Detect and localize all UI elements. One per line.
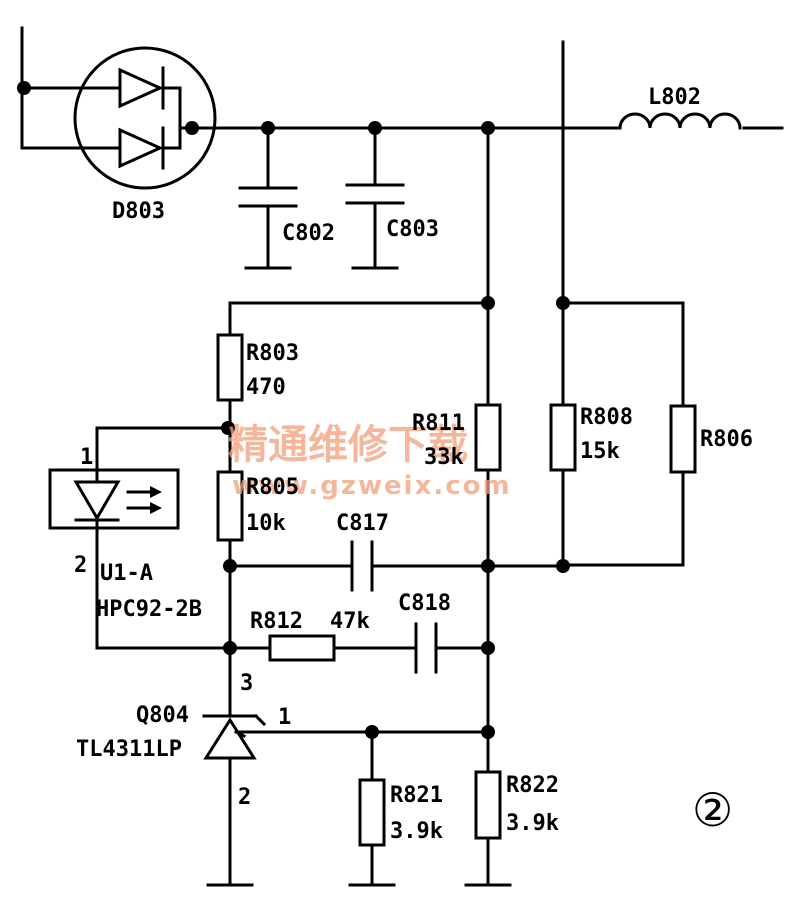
label-r821: R821 — [390, 783, 443, 808]
label-r808: R808 — [580, 405, 633, 430]
r805-resistor — [216, 470, 244, 542]
label-r803-value: 470 — [246, 375, 286, 400]
label-c818: C818 — [398, 591, 451, 616]
c803-capacitor — [345, 183, 405, 205]
label-u1-part: HPC92-2B — [96, 597, 202, 622]
label-r805-value: 10k — [246, 511, 286, 536]
l802-inductor — [618, 112, 742, 130]
label-r822-value: 3.9k — [506, 811, 559, 836]
label-q804-pin1: 1 — [278, 705, 291, 730]
label-r803: R803 — [246, 341, 299, 366]
watermark-text: 精通维修下载 — [228, 422, 468, 468]
label-u1-pin2: 2 — [74, 553, 87, 578]
label-q804-pin3: 3 — [240, 671, 253, 696]
label-r811: R811 — [412, 411, 465, 436]
label-r806: R806 — [700, 427, 753, 452]
c817-capacitor — [350, 540, 374, 592]
r806-resistor — [669, 404, 697, 474]
figure-number: ② — [692, 783, 733, 837]
c818-capacitor — [414, 622, 438, 674]
label-r822: R822 — [506, 773, 559, 798]
label-q804-pin2: 2 — [238, 785, 251, 810]
label-r821-value: 3.9k — [390, 819, 443, 844]
label-u1-name: U1-A — [100, 561, 153, 586]
junction-dots — [17, 81, 570, 739]
r803-resistor — [216, 333, 244, 402]
d803-dual-diode — [73, 46, 217, 190]
label-c803: C803 — [386, 217, 439, 242]
label-r812: R812 — [250, 609, 303, 634]
r812-resistor — [268, 634, 336, 662]
r821-resistor — [358, 778, 386, 847]
label-d803: D803 — [112, 199, 165, 224]
r808-resistor — [549, 403, 577, 472]
label-q804-part: TL4311LP — [76, 737, 182, 762]
u1-optocoupler-led — [48, 468, 180, 530]
label-q804: Q804 — [136, 703, 189, 728]
r811-resistor — [474, 403, 502, 472]
label-c802: C802 — [282, 221, 335, 246]
label-u1-pin1: 1 — [80, 445, 93, 470]
label-r805: R805 — [246, 475, 299, 500]
c802-capacitor — [238, 186, 298, 208]
q804-shunt-regulator — [202, 704, 267, 760]
r822-resistor — [474, 770, 502, 840]
watermark-url: www.gzweix.com — [232, 471, 512, 501]
label-r811-value: 33k — [424, 445, 464, 470]
label-c817: C817 — [336, 511, 389, 536]
label-r808-value: 15k — [580, 439, 620, 464]
label-r812-value: 47k — [330, 609, 370, 634]
label-l802: L802 — [648, 85, 701, 110]
